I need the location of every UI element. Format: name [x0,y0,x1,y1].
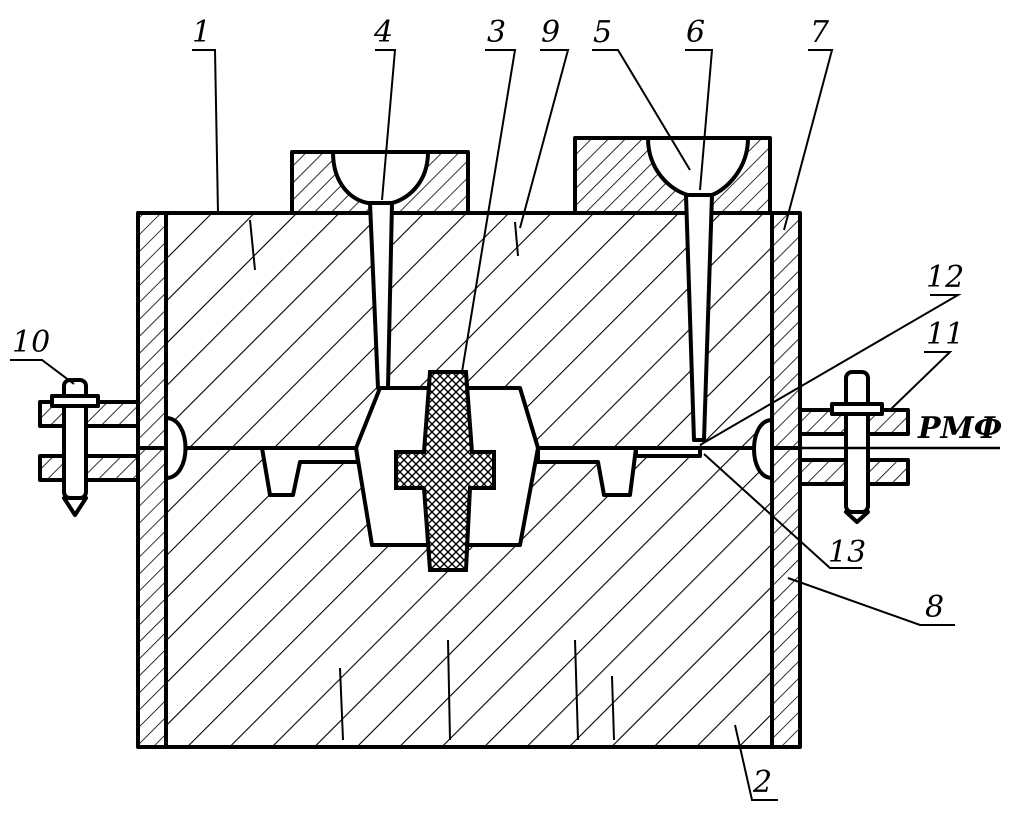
label-10: 10 [12,325,50,360]
vent-mark [611,675,615,741]
label-9: 9 [541,15,560,50]
right-flask-wall [770,211,802,749]
label-7: 7 [810,15,830,50]
vent-mark [447,639,451,741]
left-runner [260,446,360,497]
vent-mark [514,221,519,257]
left-clamp [38,378,140,517]
left-flask-wall [136,211,168,749]
label-1: 1 [192,15,211,50]
label-13: 13 [828,535,866,570]
vent-mark [249,219,256,271]
label-3: 3 [487,15,506,50]
core [394,370,496,572]
gate-channel [634,446,702,458]
label-8: 8 [925,590,944,625]
label-parting-plane: РМФ [917,411,1002,446]
label-6: 6 [686,15,705,50]
label-2: 2 [752,765,772,800]
right-dowel-socket [752,418,774,480]
leader-lines [10,49,962,801]
label-11: 11 [926,317,964,352]
vent-mark [574,639,579,741]
right-sprue [684,193,714,442]
label-4: 4 [373,15,393,50]
label-12: 12 [926,260,964,295]
vent-mark [339,667,344,741]
label-5: 5 [593,15,612,50]
left-dowel-socket [164,416,188,480]
right-clamp [798,370,910,524]
